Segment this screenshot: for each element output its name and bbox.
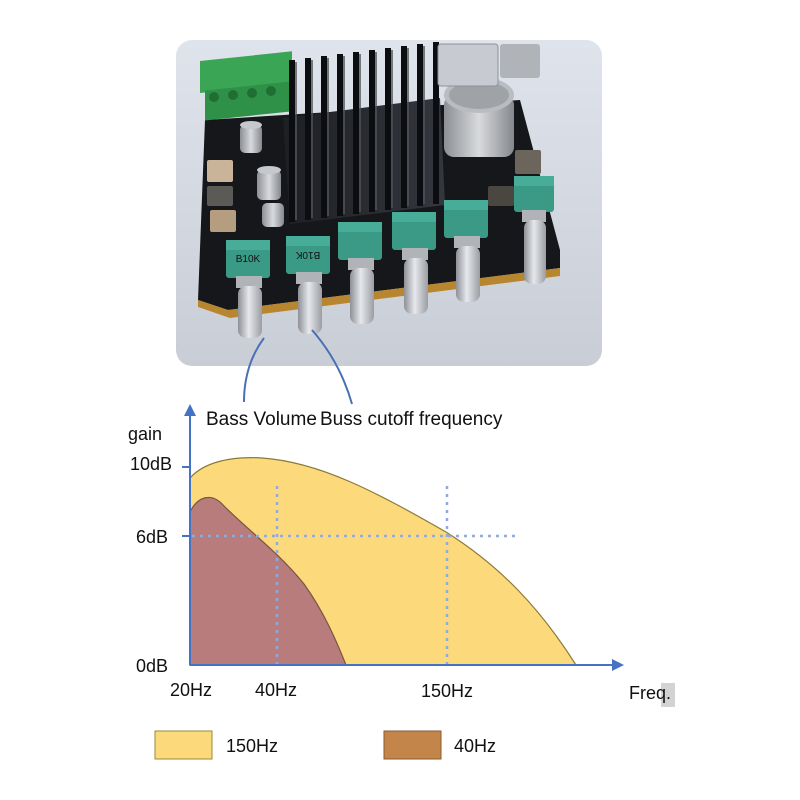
amplifier-board-photo: B10K B10K	[176, 40, 602, 366]
y-tick-label-10db: 10dB	[130, 454, 172, 474]
connector	[500, 44, 540, 78]
potentiometer-3	[338, 222, 382, 324]
x-axis-label: Freq.	[629, 683, 671, 703]
potentiometer-4	[392, 212, 436, 314]
legend-label-40hz: 40Hz	[454, 736, 496, 756]
freq-label-highlight	[661, 683, 675, 707]
usb-port	[437, 43, 499, 87]
callouts: Bass Volume Buss cutoff frequency	[206, 329, 503, 430]
x-tick-label-20hz: 20Hz	[170, 680, 212, 700]
bass-volume-leader-line	[243, 337, 265, 403]
x-tick-label-40hz: 40Hz	[255, 680, 297, 700]
bass-cutoff-leader-line	[311, 329, 353, 405]
screw-terminal-block	[200, 51, 293, 121]
legend-swatch-150hz	[154, 730, 213, 760]
bass-volume-label: Bass Volume	[206, 409, 317, 430]
potentiometer-1-bass-volume: B10K	[226, 240, 270, 338]
potentiometer-2-bass-cutoff: B10K	[286, 236, 330, 334]
y-tick-label-6db: 6dB	[136, 527, 168, 547]
chart-legend: 150Hz 40Hz	[154, 730, 496, 760]
large-capacitor	[444, 77, 514, 157]
series-40hz-area	[189, 496, 347, 666]
potentiometer-5	[444, 200, 488, 302]
legend-swatch-40hz	[383, 730, 442, 760]
legend-label-150hz: 150Hz	[226, 736, 278, 756]
y-axis-label: gain	[128, 424, 162, 444]
x-tick-label-150hz: 150Hz	[421, 681, 473, 701]
pot-label: B10K	[295, 249, 320, 260]
bass-cutoff-label: Buss cutoff frequency	[320, 409, 503, 430]
small-capacitors	[240, 121, 284, 227]
heatsink	[283, 42, 445, 224]
y-axis-arrow	[184, 404, 196, 416]
x-axis-arrow	[612, 659, 624, 671]
pot-label: B10K	[236, 254, 261, 265]
frequency-response-chart: gain 10dB 6dB 0dB 20Hz 40Hz 150Hz Freq.	[128, 404, 675, 707]
smd-components	[207, 150, 541, 232]
y-tick-label-0db: 0dB	[136, 656, 168, 676]
potentiometer-6	[514, 176, 554, 284]
